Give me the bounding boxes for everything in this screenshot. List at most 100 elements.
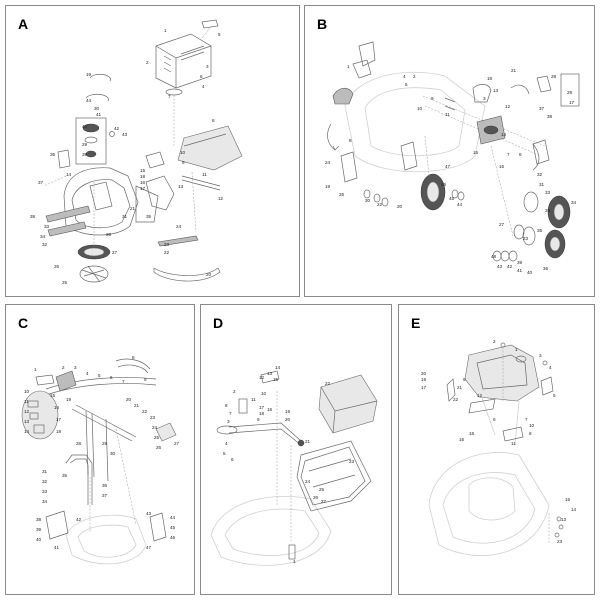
callout-25: 25 [62,280,68,285]
pin-part [288,544,296,560]
callout-16: 16 [499,164,505,169]
callout-7: 7 [122,379,125,384]
callout-12: 12 [505,104,511,109]
callout-18: 18 [487,76,493,81]
callout-9: 9 [182,160,185,165]
callout-34: 34 [42,499,48,504]
callout-21: 21 [130,206,136,211]
callout-5: 5 [223,451,226,456]
callout-2: 2 [62,365,65,370]
callout-16: 16 [267,407,273,412]
callout-48: 48 [491,254,497,259]
callout-8: 8 [349,138,352,143]
callout-10: 10 [261,391,267,396]
callout-14: 14 [275,365,281,370]
callout-6: 6 [110,375,113,380]
callout-3: 3 [74,365,77,370]
callout-12: 12 [218,196,224,201]
callout-6: 6 [493,417,496,422]
callout-46: 46 [170,535,176,540]
callout-3: 3 [206,64,209,69]
bag-frame-drawing [296,440,372,512]
panel-d-diagram: 1 2 3 4 5 6 7 8 9 10 11 12 13 14 15 16 1… [210,365,378,566]
callout-33: 33 [44,224,50,229]
grass-bag-drawing [318,374,378,434]
callout-25: 25 [545,208,551,213]
callout-13: 13 [493,88,499,93]
callout-4: 4 [549,365,552,370]
callout-8: 8 [212,118,215,123]
mower-deck-drawing [43,167,139,236]
callout-numbers: 1 2 3 4 5 6 7 8 9 10 11 12 13 14 15 16 1… [325,64,577,275]
callout-38: 38 [30,214,36,219]
callout-34: 34 [571,200,577,205]
callout-36: 36 [543,266,549,271]
callout-5: 5 [553,393,556,398]
callout-38: 38 [547,114,553,119]
callout-37: 37 [102,493,108,498]
callout-41: 41 [96,112,102,117]
callout-numbers: 1 2 3 4 5 6 7 8 9 10 11 12 13 14 15 16 1… [421,339,577,544]
height-levers [332,41,376,105]
panel-e: E 1 2 3 [398,304,595,595]
callout-7: 7 [525,417,528,422]
callout-12: 12 [24,409,30,414]
front-height-levers [340,139,550,183]
spring-clips [85,73,111,102]
callout-12: 12 [477,393,483,398]
callout-46: 46 [441,182,447,187]
panel-a: A [5,5,300,297]
callout-7: 7 [229,411,232,416]
callout-29: 29 [102,441,108,446]
bracket-part [57,149,71,169]
callout-18: 18 [140,174,146,179]
callout-13: 13 [178,184,184,189]
callout-3: 3 [483,96,486,101]
callout-39: 39 [82,152,88,157]
callout-29: 29 [567,90,573,95]
callout-1: 1 [347,64,350,69]
front-cover-drawing [464,344,540,402]
callout-16: 16 [54,405,60,410]
rotation-arrow-right [532,143,540,171]
callout-9: 9 [144,377,147,382]
callout-10: 10 [417,106,423,111]
deck-outline-ghost [65,514,147,565]
guard-strip [153,267,221,282]
callout-30: 30 [94,106,100,111]
callout-31: 31 [539,182,545,187]
callout-47: 47 [445,164,451,169]
callout-9: 9 [257,417,260,422]
callout-21: 21 [457,385,463,390]
callout-47: 47 [146,545,152,550]
callout-12: 12 [259,375,265,380]
callout-11: 11 [445,112,450,117]
callout-18: 18 [56,429,62,434]
callout-27: 27 [321,499,327,504]
bolts [500,342,564,538]
callout-26: 26 [156,445,162,450]
callout-33: 33 [42,489,48,494]
callout-28: 28 [76,441,82,446]
callout-23: 23 [557,539,563,544]
callout-13: 13 [561,517,567,522]
callout-38: 38 [36,517,42,522]
deck-outline-ghost [210,496,332,566]
drive-gearbox [422,73,580,157]
callout-2: 2 [233,389,236,394]
callout-14: 14 [571,507,577,512]
callout-25: 25 [319,487,325,492]
callout-44: 44 [170,515,176,520]
callout-2: 2 [413,74,416,79]
callout-6: 6 [519,152,522,157]
callout-34: 34 [40,234,46,239]
panel-a-label: A [18,16,29,32]
callout-20: 20 [285,417,291,422]
callout-20: 20 [126,397,132,402]
callout-24: 24 [325,160,331,165]
callout-4: 4 [202,84,205,89]
callout-27: 27 [499,222,505,227]
callout-32: 32 [537,172,543,177]
callout-22: 22 [142,409,148,414]
callout-19: 19 [421,377,427,382]
